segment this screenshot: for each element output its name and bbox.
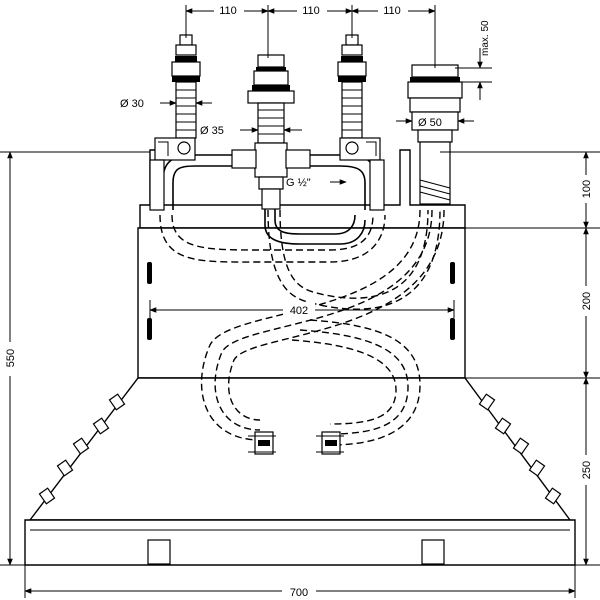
dim-spacing-1: 110 [219, 5, 237, 17]
dim-spacing-3: 110 [383, 5, 401, 17]
dim-height-top: 100 [581, 180, 593, 198]
hose-connectors [248, 431, 344, 455]
hoses-dashed [159, 209, 445, 446]
foot-right [421, 539, 445, 565]
dim-height-bottom: 250 [581, 461, 593, 479]
slot-right-upper [450, 262, 455, 284]
diverter [407, 64, 463, 205]
dim-height-total: 550 [5, 349, 17, 367]
slot-left-lower [147, 318, 152, 340]
dim-diameter-35: Ø 35 [200, 125, 224, 137]
dim-max-height: max. 50 [480, 20, 491, 56]
housing [24, 149, 576, 566]
dim-diameter-50: Ø 50 [418, 117, 442, 129]
valve-left [149, 34, 201, 211]
dim-spacing-2: 110 [302, 5, 320, 17]
dim-diameter-30: Ø 30 [120, 98, 144, 110]
valve-right [337, 34, 385, 211]
edge-clips [38, 393, 562, 505]
dim-total-width: 700 [290, 587, 308, 599]
slot-left-upper [147, 262, 152, 284]
dim-height-middle: 200 [581, 292, 593, 310]
housing-base [24, 519, 576, 566]
valve-centre [231, 54, 311, 210]
foot-left [147, 539, 171, 565]
slot-right-lower [450, 318, 455, 340]
dim-thread: G ½" [286, 177, 311, 189]
dim-inner-width: 402 [290, 305, 308, 317]
